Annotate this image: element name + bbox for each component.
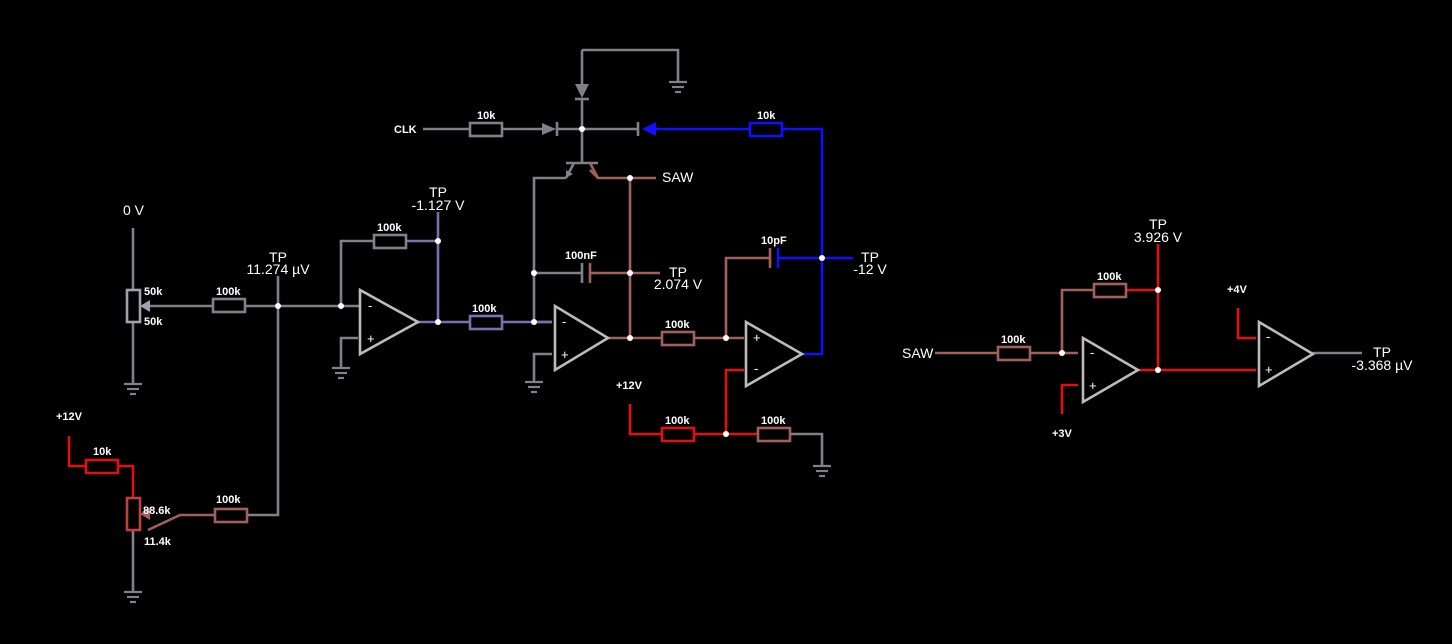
svg-text:3.926 V: 3.926 V <box>1134 229 1183 245</box>
svg-text:-12 V: -12 V <box>853 261 887 277</box>
r-12v-left-value: 10k <box>93 446 112 458</box>
r-ground-mid-value: 100k <box>761 415 786 427</box>
opamp-5: - + <box>1257 319 1316 389</box>
svg-text:-3.368 µV: -3.368 µV <box>1352 357 1414 373</box>
svg-text:-1.127 V: -1.127 V <box>412 197 466 213</box>
resistor-pot1 <box>211 297 247 314</box>
svg-text:TP: TP <box>429 184 447 200</box>
opamp-5-plus: + <box>1265 362 1273 377</box>
svg-text:TP: TP <box>669 264 687 280</box>
test-point-2: TP -1.127 V <box>412 184 466 213</box>
label-zero-v: 0 V <box>123 202 145 218</box>
label-clk: CLK <box>394 124 417 136</box>
opamp-comparator: + - <box>744 319 805 389</box>
label-plus4: +4V <box>1227 284 1248 296</box>
svg-text:2.074 V: 2.074 V <box>654 276 703 292</box>
opamp-3-minus: - <box>754 361 758 376</box>
resistors <box>84 121 1128 524</box>
c-integrator-value: 100nF <box>565 250 597 262</box>
test-point-3: TP 2.074 V <box>654 264 703 292</box>
resistor-fb-right <box>1092 282 1128 299</box>
junction-dots <box>275 126 1161 437</box>
capacitor-integrator <box>578 263 598 283</box>
ground-mid <box>813 464 831 478</box>
wires-lavender <box>406 212 552 324</box>
resistor-fb1 <box>372 233 408 250</box>
test-point-4: TP -12 V <box>853 249 887 277</box>
svg-text:TP: TP <box>269 249 287 265</box>
label-plus12-mid: +12V <box>616 380 643 392</box>
ground-pot2 <box>124 590 142 604</box>
r-pot1-value: 100k <box>216 286 241 298</box>
pot2-bottom-value: 11.4k <box>144 536 172 548</box>
svg-text:TP: TP <box>861 249 879 265</box>
resistor-pot2 <box>213 507 249 524</box>
ground-top <box>669 80 687 94</box>
transistor <box>564 162 600 179</box>
opamp-5-minus: - <box>1266 329 1270 344</box>
r-pot2-value: 100k <box>216 494 241 506</box>
test-point-6: TP -3.368 µV <box>1352 344 1414 373</box>
opamp-1: - + <box>358 287 421 357</box>
diode-clk <box>542 122 559 136</box>
ground-symbols <box>124 80 831 604</box>
label-plus3: +3V <box>1052 428 1073 440</box>
resistor-comp-in <box>660 330 696 347</box>
diode-top <box>575 84 589 101</box>
opamp-1-plus: + <box>367 331 375 346</box>
resistor-mid <box>468 314 504 331</box>
wires-gray <box>131 48 1362 592</box>
r-fb-blue-value: 10k <box>757 110 776 122</box>
potentiometer-2 <box>125 496 150 532</box>
resistor-12v-left <box>84 458 120 475</box>
ground-opamp2 <box>525 380 543 394</box>
svg-text:11.274 µV: 11.274 µV <box>246 261 310 277</box>
opamp-3-plus: + <box>753 330 761 345</box>
resistor-12v-mid <box>660 426 696 443</box>
resistor-clk <box>468 121 504 138</box>
opamp-2-minus: - <box>562 314 566 329</box>
svg-text:TP: TP <box>1149 216 1167 232</box>
r-saw-in-value: 100k <box>1001 334 1026 346</box>
opamp-1-minus: - <box>368 298 372 313</box>
opamp-2: - + <box>553 303 611 373</box>
c-comp-value: 10pF <box>761 235 787 247</box>
capacitor-comp <box>768 248 780 268</box>
label-saw-top: SAW <box>662 169 694 185</box>
opamp-4-plus: + <box>1089 378 1097 393</box>
wires-blue <box>656 127 853 356</box>
r-12v-mid-value: 100k <box>665 415 690 427</box>
pot1-top-value: 50k <box>144 286 163 298</box>
pot2-top-value: 88.6k <box>143 505 171 517</box>
diode-blue <box>636 122 656 136</box>
r-clk-value: 10k <box>477 110 496 122</box>
r-fb-right-value: 100k <box>1097 271 1122 283</box>
label-plus12-left: +12V <box>56 411 83 423</box>
opamp-4: - + <box>1081 335 1141 405</box>
opamp-4-minus: - <box>1090 345 1094 360</box>
resistor-saw-in <box>996 345 1032 362</box>
r-mid-value: 100k <box>472 303 497 315</box>
test-point-5: TP 3.926 V <box>1134 216 1183 245</box>
ground-opamp1 <box>332 366 350 380</box>
potentiometer-1 <box>125 288 150 324</box>
resistor-fb-blue <box>748 121 784 138</box>
wires-mauve <box>147 169 1094 532</box>
r-comp-in-value: 100k <box>665 319 690 331</box>
r-fb1-value: 100k <box>377 222 402 234</box>
ground-pot1 <box>124 382 142 396</box>
pot1-bottom-value: 50k <box>144 316 163 328</box>
resistor-ground-mid <box>756 426 792 443</box>
test-point-1: TP 11.274 µV <box>246 249 310 277</box>
opamp-2-plus: + <box>561 347 569 362</box>
label-saw-input: SAW <box>902 345 934 361</box>
svg-text:TP: TP <box>1373 344 1391 360</box>
